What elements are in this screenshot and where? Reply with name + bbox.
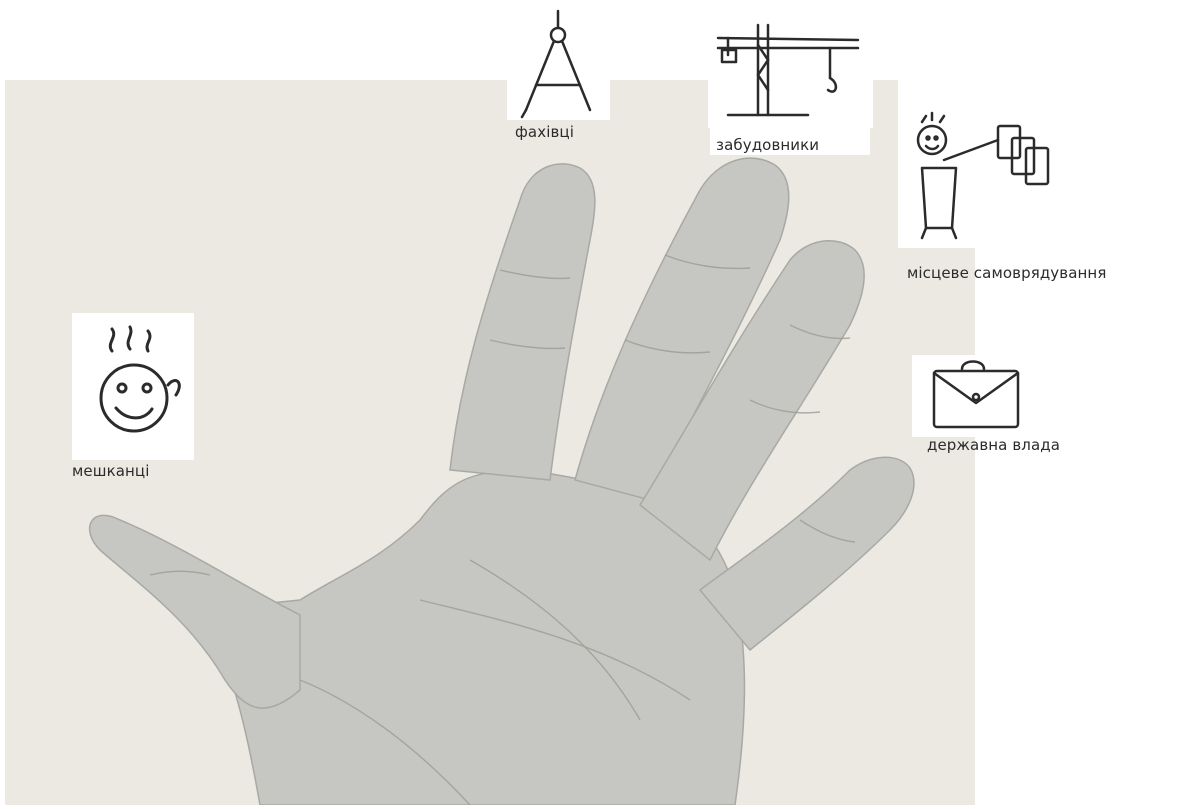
label-developers: забудовники xyxy=(716,136,819,154)
drawing-compass-icon xyxy=(508,5,608,120)
label-specialists: фахівці xyxy=(515,123,574,141)
construction-crane-icon xyxy=(708,10,873,128)
label-state-authority: державна влада xyxy=(927,436,1060,454)
official-at-podium-icon xyxy=(898,98,1066,248)
label-local-government: місцеве самоврядування xyxy=(907,264,1106,282)
briefcase-icon xyxy=(912,355,1034,437)
label-residents: мешканці xyxy=(72,462,150,480)
smiling-face-icon xyxy=(72,313,194,460)
